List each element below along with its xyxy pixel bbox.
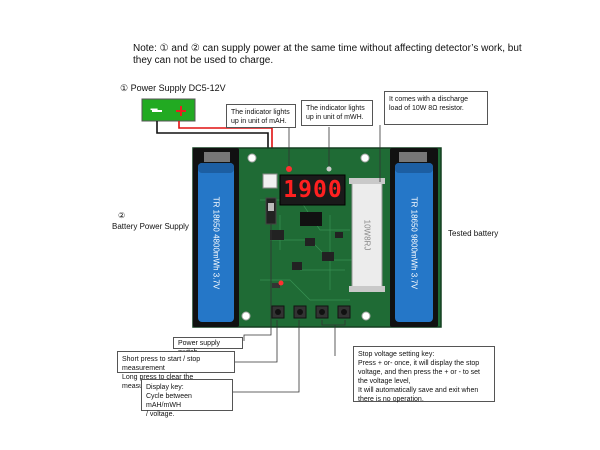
stop-voltage-line-2: Press + or- once, it will display the st… <box>358 360 480 367</box>
note-line-1: Note: ① and ② can supply power at the sa… <box>133 43 522 54</box>
stop-voltage-line-1: Stop voltage setting key: <box>358 351 435 358</box>
tested-battery-label: Tested battery <box>448 229 499 238</box>
stop-voltage-line-6: there is no operation. <box>358 396 424 403</box>
callout-resistor: It comes with a discharge load of 10W 8Ω… <box>384 91 488 125</box>
callout-mwh: The indicator lights up in unit of mWH. <box>301 100 373 126</box>
callout-stop-voltage: Stop voltage setting key: Press + or- on… <box>353 346 495 403</box>
callout-start-stop: Short press to start / stop measurement … <box>117 351 235 390</box>
led-run <box>278 280 284 286</box>
stop-voltage-line-5: It will automatically save and exit when <box>358 387 479 394</box>
power-supply-label: ① Power Supply DC5-12V <box>120 83 226 93</box>
start-stop-line-1: Short press to start / stop measurement <box>122 356 201 372</box>
right-battery-cell <box>395 163 433 322</box>
note-line-2: they can not be used to charge. <box>133 55 274 66</box>
note-text: Note: ① and ② can supply power at the sa… <box>133 43 553 67</box>
callout-switch: Power supply switch <box>173 337 243 356</box>
led-mah <box>286 166 292 172</box>
display-digits: 1900 <box>283 177 343 203</box>
display-key-line-3: / voltage. <box>146 411 175 418</box>
stop-voltage-line-3: voltage, and then press the + or - to se… <box>358 369 480 376</box>
power-terminal <box>262 173 278 189</box>
display-key-line-2: Cycle between mAH/mWH <box>146 393 192 409</box>
display-module <box>279 174 346 206</box>
led-mwh <box>326 166 332 172</box>
battery-power-label: Battery Power Supply <box>112 222 189 231</box>
right-cell-text: TR 18650 9800mWh 3.7V <box>409 196 419 290</box>
supply-minus: − <box>150 101 159 117</box>
display-key-line-1: Display key: <box>146 384 184 391</box>
left-battery-cell <box>198 163 234 322</box>
callout-display-key: Display key: Cycle between mAH/mWH / vol… <box>141 379 233 418</box>
resistor-text: 10W8RJ <box>362 219 372 251</box>
stop-voltage-line-4: the voltage level, <box>358 378 411 385</box>
callout-mah: The indicator lights up in unit of mAH. <box>226 104 296 128</box>
left-cell-text: TR 18650 4800mWh 3.7V <box>211 196 221 290</box>
battery-power-num: ② <box>118 211 126 220</box>
